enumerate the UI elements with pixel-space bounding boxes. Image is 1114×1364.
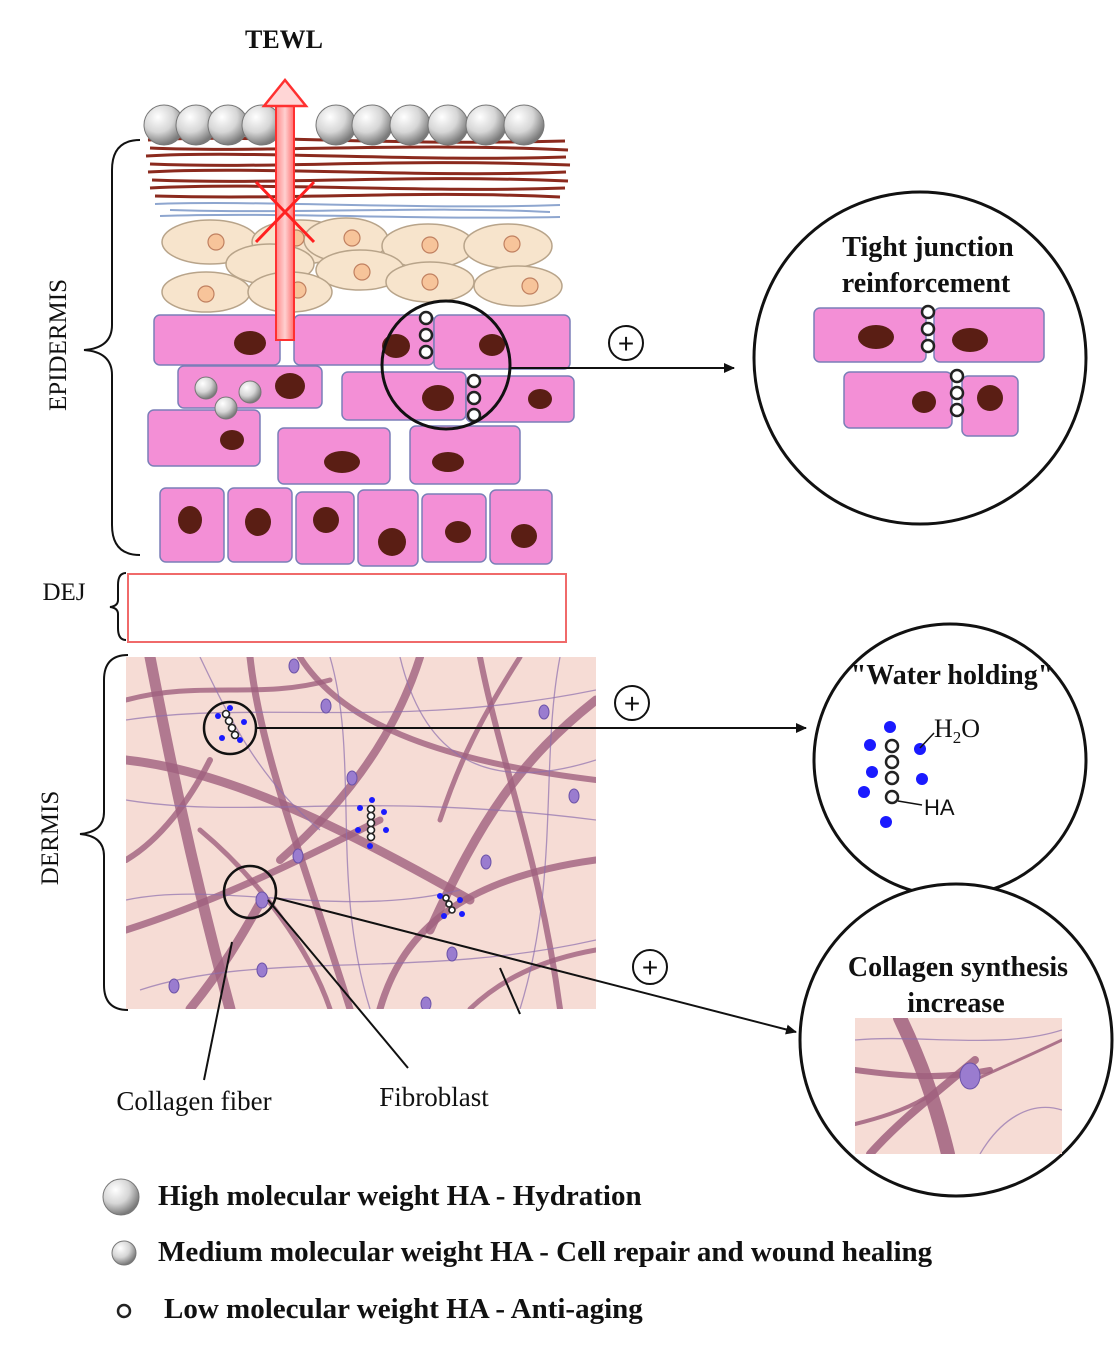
ha-label: HA bbox=[924, 795, 955, 820]
tight-junction-title-2: reinforcement bbox=[842, 268, 1011, 299]
epidermis-label: EPIDERMIS bbox=[45, 279, 72, 411]
svg-text:+: + bbox=[642, 952, 658, 983]
ha-water-cluster-3 bbox=[437, 893, 465, 919]
collagen-zoom-image bbox=[855, 1018, 1062, 1154]
collagen-fiber-label: Collagen fiber bbox=[116, 1086, 271, 1116]
collagen-synthesis-callout: Collagen synthesis increase bbox=[798, 882, 1114, 1198]
ha-water-cluster-2 bbox=[355, 797, 389, 849]
high-mw-ha-layer bbox=[143, 104, 545, 146]
label-pointer-lines bbox=[203, 899, 521, 1081]
water-holding-callout: "Water holding" H2O HA bbox=[812, 622, 1088, 898]
dej-layer bbox=[127, 573, 567, 643]
fibroblast-cells bbox=[168, 658, 580, 1009]
svg-text:+: + bbox=[624, 688, 640, 719]
collagen-fibers bbox=[126, 657, 596, 1009]
legend-icons bbox=[102, 1178, 140, 1319]
dej-label: DEJ bbox=[42, 579, 85, 606]
small-ring-icon bbox=[116, 1303, 132, 1319]
dermis-panel bbox=[126, 657, 596, 1009]
ha-chain-junction bbox=[418, 310, 482, 423]
h2o-label: H2O bbox=[934, 714, 980, 747]
dermis-label: DERMIS bbox=[37, 791, 64, 885]
tight-junction-callout: Tight junction reinforcement bbox=[752, 190, 1088, 526]
block-x-icon bbox=[254, 180, 316, 244]
collagen-synthesis-title-1: Collagen synthesis bbox=[848, 952, 1068, 983]
legend-item-high-mw: High molecular weight HA - Hydration bbox=[158, 1180, 642, 1212]
svg-text:+: + bbox=[618, 328, 634, 359]
plus-icon-2: + bbox=[614, 685, 650, 721]
medium-sphere-icon bbox=[111, 1240, 137, 1266]
tewl-label: TEWL bbox=[245, 25, 323, 54]
water-holding-title: "Water holding" bbox=[851, 660, 1054, 691]
arrow-to-collagen-synthesis bbox=[275, 897, 797, 1035]
cell-nuclei bbox=[178, 331, 552, 556]
stratum-lucidum bbox=[154, 202, 561, 219]
collagen-synthesis-title-2: increase bbox=[907, 988, 1004, 1019]
thin-fibers bbox=[126, 657, 596, 1009]
layer-braces bbox=[79, 139, 141, 1011]
collagen-zoom-circle bbox=[222, 864, 278, 920]
fibroblast-label: Fibroblast bbox=[379, 1082, 489, 1112]
medium-mw-ha-cluster bbox=[194, 376, 262, 420]
ha-water-cluster-1 bbox=[215, 705, 247, 743]
legend-item-low-mw: Low molecular weight HA - Anti-aging bbox=[164, 1293, 643, 1325]
legend-item-medium-mw: Medium molecular weight HA - Cell repair… bbox=[158, 1236, 933, 1268]
plus-icon-1: + bbox=[608, 325, 644, 361]
granular-nuclei bbox=[197, 229, 539, 303]
junction-zoom-circle bbox=[380, 299, 512, 431]
tight-junction-title-1: Tight junction bbox=[842, 232, 1014, 263]
stratum-corneum bbox=[145, 136, 571, 199]
large-sphere-icon bbox=[102, 1178, 140, 1216]
plus-icon-3: + bbox=[632, 949, 668, 985]
